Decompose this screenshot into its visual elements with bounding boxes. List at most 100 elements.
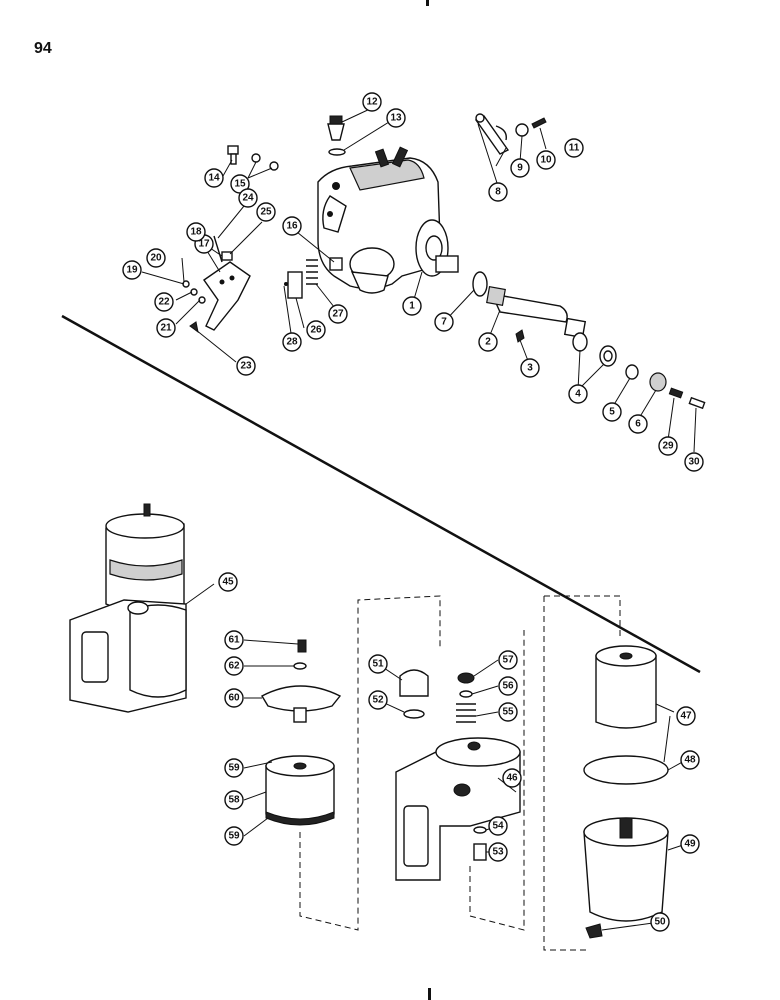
- svg-text:26: 26: [310, 325, 322, 336]
- callout-7: 7: [434, 312, 454, 332]
- callout-2: 2: [478, 332, 498, 352]
- svg-text:52: 52: [372, 695, 384, 706]
- svg-text:60: 60: [228, 693, 240, 704]
- callout-58: 58: [224, 790, 244, 810]
- callout-13: 13: [386, 108, 406, 128]
- svg-text:47: 47: [680, 711, 692, 722]
- svg-text:20: 20: [150, 253, 162, 264]
- svg-text:59: 59: [228, 831, 240, 842]
- callout-6: 6: [628, 414, 648, 434]
- callout-25: 25: [256, 202, 276, 222]
- svg-text:29: 29: [662, 441, 674, 452]
- svg-text:55: 55: [502, 707, 514, 718]
- svg-text:5: 5: [609, 407, 615, 418]
- svg-text:22: 22: [158, 297, 170, 308]
- callout-45: 45: [218, 572, 238, 592]
- shutoff-lever-assembly: [182, 235, 251, 334]
- throttle-lever-linkage: [474, 113, 547, 155]
- callout-4: 4: [568, 384, 588, 404]
- svg-text:7: 7: [441, 317, 447, 328]
- callout-55: 55: [498, 702, 518, 722]
- bottom-binding-mark: [428, 988, 431, 1000]
- svg-text:57: 57: [502, 655, 514, 666]
- svg-text:49: 49: [684, 839, 696, 850]
- svg-text:46: 46: [506, 773, 518, 784]
- o-ring-large: [472, 271, 488, 297]
- callout-3: 3: [520, 358, 540, 378]
- svg-text:58: 58: [228, 795, 240, 806]
- callout-47: 47: [676, 706, 696, 726]
- woodruff-key: [515, 329, 525, 343]
- callout-5: 5: [602, 402, 622, 422]
- svg-text:12: 12: [366, 97, 378, 108]
- callout-53: 53: [488, 842, 508, 862]
- callout-20: 20: [146, 248, 166, 268]
- callout-51: 51: [368, 654, 388, 674]
- callout-16: 16: [282, 216, 302, 236]
- svg-text:24: 24: [242, 193, 254, 204]
- svg-text:8: 8: [495, 187, 501, 198]
- svg-text:45: 45: [222, 577, 234, 588]
- dashed-assembly-lines: [299, 595, 621, 951]
- filter-element: [265, 755, 335, 826]
- svg-text:50: 50: [654, 917, 666, 928]
- injection-pump-body: [317, 146, 459, 294]
- injector-fitting: [327, 115, 345, 141]
- callout-10: 10: [536, 150, 556, 170]
- svg-text:51: 51: [372, 659, 384, 670]
- callout-23: 23: [236, 356, 256, 376]
- svg-text:16: 16: [286, 221, 298, 232]
- o-ring-small: [328, 148, 346, 156]
- svg-text:1: 1: [409, 301, 415, 312]
- callout-60: 60: [224, 688, 244, 708]
- callout-21: 21: [156, 318, 176, 338]
- callout-18: 18: [186, 222, 206, 242]
- svg-text:21: 21: [160, 323, 172, 334]
- svg-text:17: 17: [198, 239, 210, 250]
- section-divider-line: [61, 314, 701, 674]
- callout-29: 29: [658, 436, 678, 456]
- top-binding-mark: [426, 0, 429, 6]
- callout-12: 12: [362, 92, 382, 112]
- callout-14: 14: [204, 168, 224, 188]
- svg-text:62: 62: [228, 661, 240, 672]
- callout-50: 50: [650, 912, 670, 932]
- svg-text:19: 19: [126, 265, 138, 276]
- filter-bowl-assembly: [583, 645, 669, 939]
- callout-19: 19: [122, 260, 142, 280]
- svg-text:15: 15: [234, 179, 246, 190]
- svg-text:3: 3: [527, 363, 533, 374]
- callout-56: 56: [498, 676, 518, 696]
- bolt-washer-set: [227, 145, 279, 171]
- callout-57: 57: [498, 650, 518, 670]
- callout-26: 26: [306, 320, 326, 340]
- svg-text:56: 56: [502, 681, 514, 692]
- svg-text:30: 30: [688, 457, 700, 468]
- callout-49: 49: [680, 834, 700, 854]
- callout-61: 61: [224, 630, 244, 650]
- callout-1: 1: [402, 296, 422, 316]
- callout-24: 24: [238, 188, 258, 208]
- svg-text:27: 27: [332, 309, 344, 320]
- filter-assembly-complete: [69, 503, 187, 713]
- svg-text:28: 28: [286, 337, 298, 348]
- callout-62: 62: [224, 656, 244, 676]
- callout-9: 9: [510, 158, 530, 178]
- page-number: 94: [34, 40, 52, 57]
- svg-text:10: 10: [540, 155, 552, 166]
- callout-27: 27: [328, 304, 348, 324]
- filter-head: [395, 737, 521, 881]
- svg-text:48: 48: [684, 755, 696, 766]
- plate-and-spring: [284, 257, 343, 299]
- svg-text:9: 9: [517, 163, 523, 174]
- svg-text:11: 11: [569, 143, 580, 154]
- callout-28: 28: [282, 332, 302, 352]
- svg-text:59: 59: [228, 763, 240, 774]
- svg-text:4: 4: [575, 389, 581, 400]
- callout-22: 22: [154, 292, 174, 312]
- callout-46: 46: [502, 768, 522, 788]
- bearing-and-retainers: [572, 332, 706, 410]
- callout-11: 11: [564, 138, 584, 158]
- svg-text:6: 6: [635, 419, 641, 430]
- callout-59-top: 59: [224, 758, 244, 778]
